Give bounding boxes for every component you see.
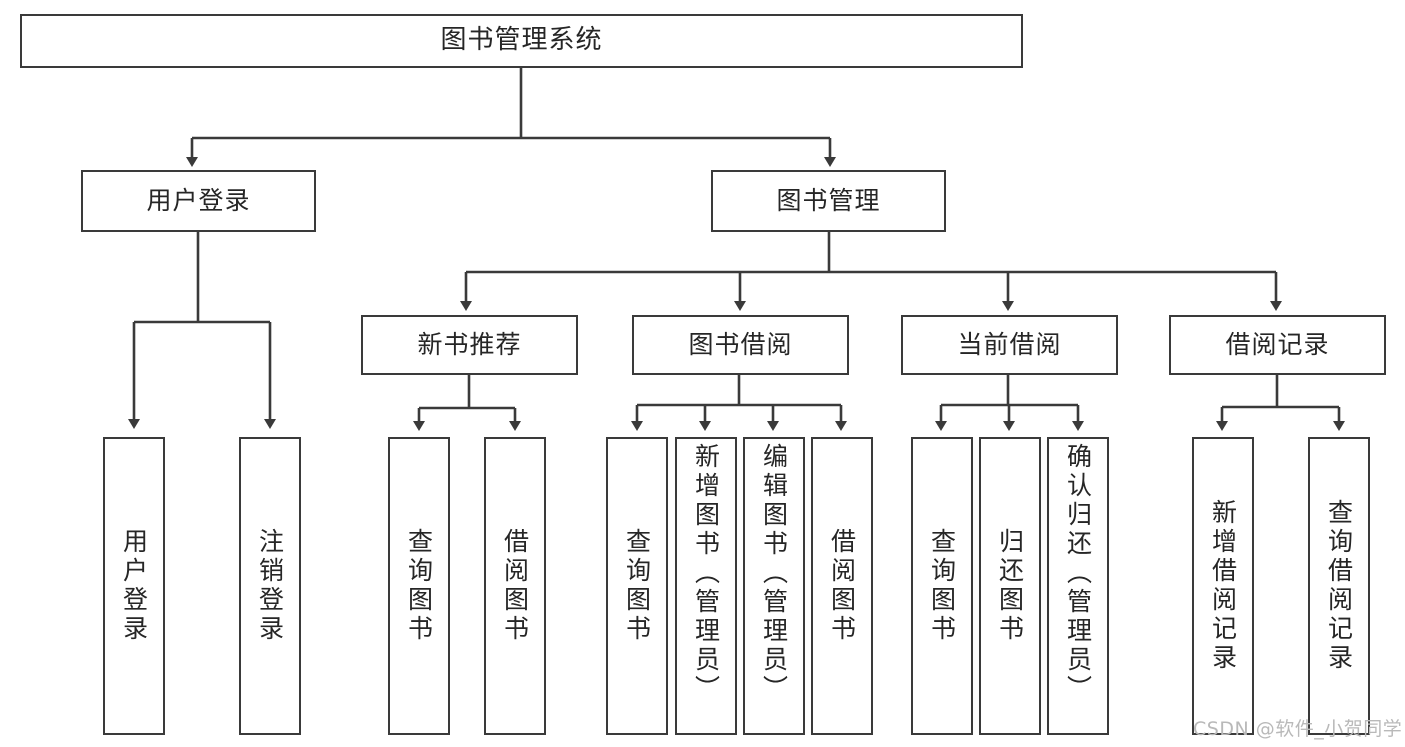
leaf-query-book-recommend[interactable]: 查询图书 — [388, 437, 450, 735]
node-label: 借阅记录 — [1225, 329, 1330, 359]
node-label: 新增图书（管理员） — [691, 443, 721, 704]
leaf-add-borrow-record[interactable]: 新增借阅记录 — [1192, 437, 1254, 735]
node-label: 用户登录 — [146, 185, 251, 215]
leaf-borrow-book[interactable]: 借阅图书 — [811, 437, 873, 735]
node-label: 编辑图书（管理员） — [759, 443, 789, 704]
leaf-query-book-borrow[interactable]: 查询图书 — [606, 437, 668, 735]
node-label: 借阅图书 — [827, 528, 857, 644]
leaf-logout-login[interactable]: 注销登录 — [239, 437, 301, 735]
node-label: 图书管理 — [776, 185, 881, 215]
node-borrow-record[interactable]: 借阅记录 — [1169, 315, 1386, 375]
node-label: 新增借阅记录 — [1208, 499, 1238, 673]
leaf-confirm-return-admin[interactable]: 确认归还（管理员） — [1047, 437, 1109, 735]
node-root-book-management-system[interactable]: 图书管理系统 — [20, 14, 1023, 68]
node-book-management[interactable]: 图书管理 — [711, 170, 946, 232]
watermark-text: CSDN @软件_小贺同学 — [1193, 718, 1403, 740]
node-label: 用户登录 — [119, 528, 149, 644]
node-label: 图书借阅 — [688, 329, 793, 359]
node-label: 借阅图书 — [500, 528, 530, 644]
node-label: 查询图书 — [404, 528, 434, 644]
node-label: 新书推荐 — [417, 329, 522, 359]
node-new-book-recommend[interactable]: 新书推荐 — [361, 315, 578, 375]
node-label: 注销登录 — [255, 528, 285, 644]
node-label: 查询借阅记录 — [1324, 499, 1354, 673]
leaf-borrow-book-recommend[interactable]: 借阅图书 — [484, 437, 546, 735]
node-book-borrow[interactable]: 图书借阅 — [632, 315, 849, 375]
leaf-query-borrow-record[interactable]: 查询借阅记录 — [1308, 437, 1370, 735]
leaf-edit-book-admin[interactable]: 编辑图书（管理员） — [743, 437, 805, 735]
node-label: 查询图书 — [622, 528, 652, 644]
node-user-login[interactable]: 用户登录 — [81, 170, 316, 232]
node-label: 确认归还（管理员） — [1063, 443, 1093, 704]
leaf-add-book-admin[interactable]: 新增图书（管理员） — [675, 437, 737, 735]
node-label: 图书管理系统 — [440, 25, 603, 56]
node-label: 当前借阅 — [957, 329, 1062, 359]
node-current-borrow[interactable]: 当前借阅 — [901, 315, 1118, 375]
leaf-user-login[interactable]: 用户登录 — [103, 437, 165, 735]
node-label: 归还图书 — [995, 528, 1025, 644]
node-label: 查询图书 — [927, 528, 957, 644]
leaf-query-book-current[interactable]: 查询图书 — [911, 437, 973, 735]
leaf-return-book[interactable]: 归还图书 — [979, 437, 1041, 735]
